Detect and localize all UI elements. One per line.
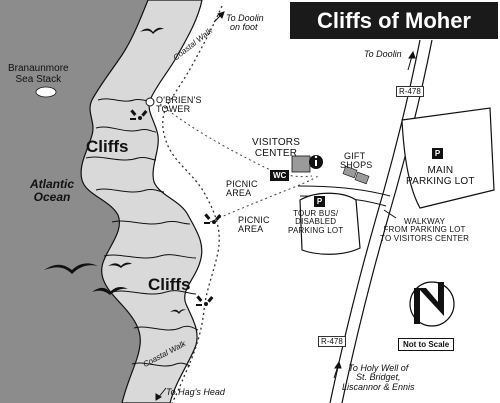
wc-badge: WC [270, 170, 290, 181]
label-to-hags-head: To Hag's Head [166, 387, 225, 397]
label-line: Sea Stack [15, 73, 62, 85]
obriens-tower-marker [145, 97, 155, 107]
compass-north-icon [409, 281, 455, 327]
label-line: AREA [226, 188, 252, 199]
not-to-scale-label: Not to Scale [398, 338, 455, 351]
label-cliffs-top: Cliffs [86, 137, 129, 156]
label-line: Atlantic [30, 177, 75, 191]
label-line: To Doolin [226, 13, 264, 23]
label-line: VISITORS [252, 137, 301, 148]
label-obriens-tower: O'BRIEN'S TOWER [156, 95, 202, 115]
coastal-walk-path [162, 5, 223, 403]
info-icon [309, 155, 323, 169]
gift-shop-1 [342, 165, 358, 179]
viewpoint-icon [196, 295, 214, 306]
label-line: GIFT [344, 151, 366, 161]
label-to-doolin: To Doolin [364, 49, 402, 59]
tour-bus-lot [299, 192, 361, 255]
road-label-bottom: R-478 [318, 336, 346, 347]
cliff-folds [85, 98, 199, 367]
label-line: To Holy Well of [348, 363, 409, 373]
title-banner: Cliffs of Moher [290, 2, 498, 39]
viewpoint-icon [130, 109, 148, 120]
arrow-icon [155, 11, 416, 401]
viewpoint-icon [204, 213, 222, 224]
label-line: Liscannor & Ennis [342, 381, 415, 392]
label-line: on foot [230, 22, 258, 33]
label-main-parking-lot: MAIN PARKING LOT [406, 165, 475, 187]
label-line: Branaunmore [8, 63, 69, 74]
label-atlantic-ocean: Atlantic Ocean [30, 178, 74, 203]
label-sea-stack: Branaunmore Sea Stack [8, 63, 69, 85]
label-line: PICNIC [226, 179, 258, 189]
label-line: TOUR BUS/ [293, 209, 339, 218]
label-walkway: WALKWAY FROM PARKING LOT TO VISITORS CEN… [380, 217, 470, 243]
label-line: St. Bridget, [356, 372, 401, 383]
label-cliffs-bottom: Cliffs [148, 275, 191, 294]
label-line: MAIN [427, 165, 454, 176]
label-holy-well: To Holy Well of St. Bridget, Liscannor &… [342, 363, 415, 392]
label-picnic-area-2: PICNIC AREA [238, 215, 270, 235]
label-line: FROM PARKING LOT [383, 225, 466, 235]
label-line: PARKING LOT [406, 175, 475, 187]
parking-icon: P [432, 148, 443, 159]
gift-shop-2 [354, 171, 370, 185]
label-line: TOWER [156, 104, 191, 115]
road-label-top: R-478 [396, 86, 424, 97]
walking-path-vc [159, 103, 313, 178]
label-line: CENTER [254, 147, 298, 159]
label-line: SHOPS [340, 160, 373, 171]
label-line: TO VISITORS CENTER [380, 233, 470, 243]
bird-icon [44, 27, 186, 314]
map-title: Cliffs of Moher [317, 8, 471, 33]
sea-area [0, 0, 148, 403]
label-visitors-center: VISITORS CENTER [252, 137, 301, 159]
label-to-doolin-on-foot: To Doolin on foot [226, 13, 264, 33]
main-parking-lot [401, 107, 495, 209]
walking-path-picnic [209, 175, 319, 223]
label-line: Ocean [33, 189, 71, 204]
label-line: AREA [238, 224, 264, 235]
sea-stack-icon [35, 86, 57, 98]
label-line: PARKING LOT [288, 225, 344, 235]
label-line: PICNIC [238, 215, 270, 225]
label-line: WALKWAY [404, 217, 446, 226]
parking-icon: P [314, 196, 325, 207]
label-gift-shops: GIFT SHOPS [340, 151, 373, 171]
label-line: O'BRIEN'S [156, 95, 202, 105]
label-line: DISABLED [295, 217, 337, 227]
label-picnic-area-1: PICNIC AREA [226, 179, 258, 199]
label-tour-bus-lot: TOUR BUS/ DISABLED PARKING LOT [288, 209, 344, 235]
